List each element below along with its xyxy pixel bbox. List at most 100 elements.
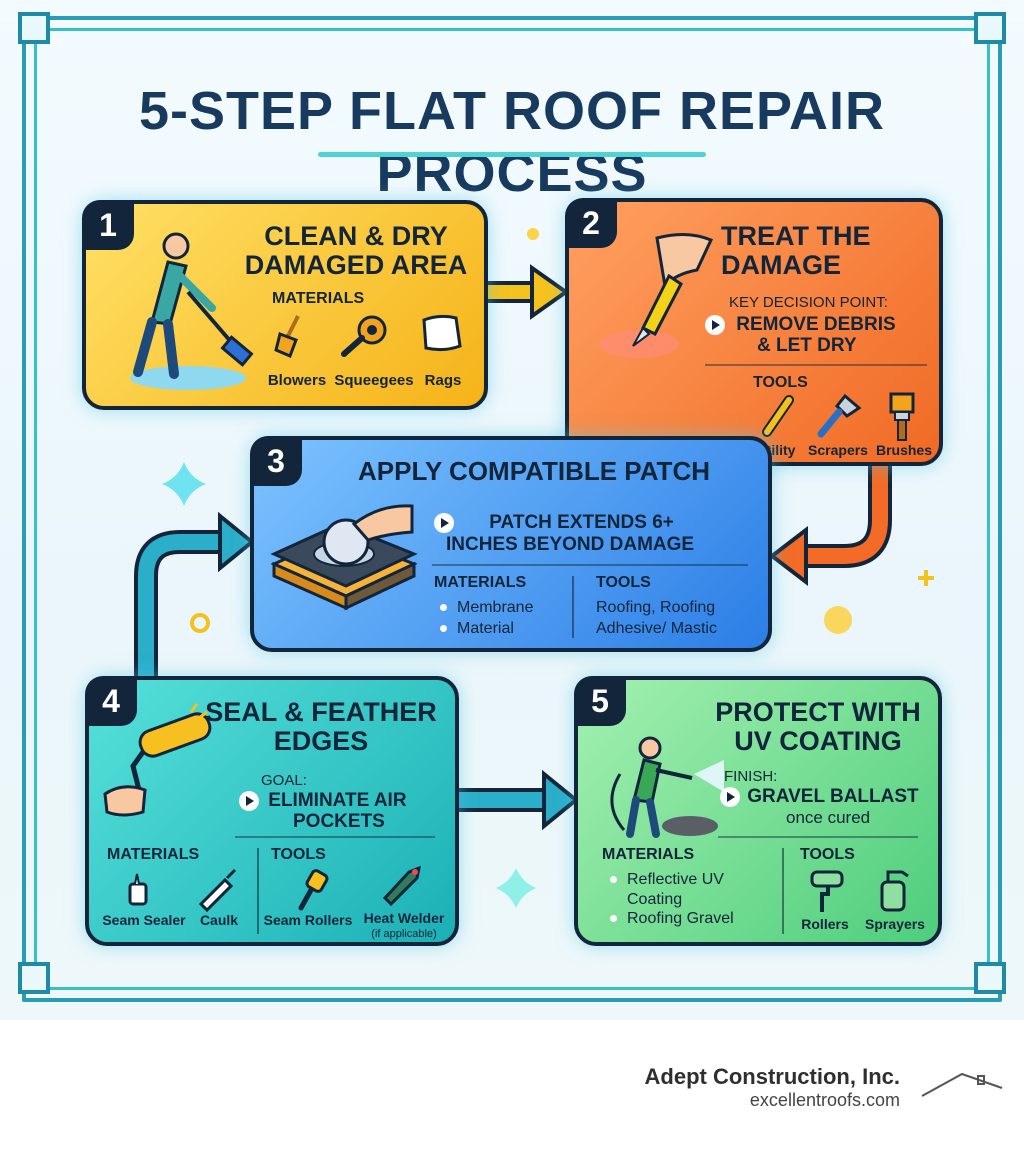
step-5-note: GRAVEL BALLAST once cured <box>720 786 919 829</box>
step-5-title-line1: PROTECT WITH <box>715 697 921 727</box>
step-2-title-line1: TREAT THE <box>721 221 871 251</box>
arrow-step4-to-step3 <box>134 530 224 676</box>
step-3-tools-line1: Roofing, Roofing <box>596 599 716 616</box>
step-4-material-2: Caulk <box>199 912 239 928</box>
step-5-material-1: Reflective UV <box>610 870 734 890</box>
step-4-note-line1: ELIMINATE AIR <box>268 790 407 811</box>
step-2-note-label: KEY DECISION POINT: <box>729 294 888 311</box>
patch-layer-icon <box>270 504 418 611</box>
roller-icon <box>810 870 844 912</box>
step-5-title: PROTECT WITH UV COATING <box>708 698 928 755</box>
step-1-material-1: Blowers <box>267 372 327 389</box>
step-2-note: REMOVE DEBRIS & LET DRY <box>705 314 896 357</box>
step-2-tool-2: Scrapers <box>808 442 868 458</box>
step-3-tools-label: TOOLS <box>596 574 651 591</box>
worker-sweeping-icon <box>130 232 254 390</box>
step-5-tool-1: Rollers <box>801 916 849 932</box>
company-name: Adept Construction, Inc. <box>644 1064 900 1089</box>
step-3-materials-label: MATERIALS <box>434 574 527 591</box>
utility-knife-cutting-icon <box>599 233 714 358</box>
step-5-title-line2: UV COATING <box>734 725 902 756</box>
company-website: excellentroofs.com <box>749 1090 900 1110</box>
title-underline <box>318 152 706 157</box>
step-3-note-line2: INCHES BEYOND DAMAGE <box>446 534 695 556</box>
step-5-note-line2: once cured <box>786 808 871 828</box>
sealer-bottle-icon <box>128 873 148 906</box>
step-4-note-line2: POCKETS <box>293 811 385 833</box>
paint-brush-icon <box>889 392 915 441</box>
frame-corner-bottom-left <box>18 962 50 994</box>
step-2-title: TREAT THE DAMAGE <box>721 222 911 279</box>
step-5-tools-label: TOOLS <box>800 846 855 863</box>
step-5-material-2: Roofing Gravel <box>610 909 734 929</box>
step-3-tools-line2: Adhesive/ Mastic <box>596 619 717 637</box>
frame-corner-top-right <box>974 12 1006 44</box>
step-3-tools-list: Roofing, Roofing Adhesive/ Mastic <box>596 598 717 640</box>
step-4-title-line2: EDGES <box>273 725 369 756</box>
step-3-note: PATCH EXTENDS 6+ INCHES BEYOND DAMAGE <box>434 512 694 556</box>
step-1-material-3: Rags <box>424 372 462 389</box>
frame-corner-top-left <box>18 12 50 44</box>
step-5-tool-2: Sprayers <box>865 916 925 932</box>
step-2-title-line2: DAMAGE <box>721 249 841 280</box>
step-5-divider <box>718 836 918 838</box>
paint-roller-icon <box>103 703 212 817</box>
seam-roller-icon <box>298 869 329 911</box>
inner-frame <box>34 28 990 990</box>
step-4-divider <box>235 836 435 838</box>
squeegee-icon <box>341 315 387 357</box>
step-4-tool-footnote: (if applicable) <box>371 928 437 940</box>
blower-brush-icon <box>274 315 300 358</box>
step-2-tool-3: Brushes <box>875 442 933 458</box>
step-3-note-line1: PATCH EXTENDS 6+ <box>489 512 674 533</box>
scraper-icon <box>817 393 862 438</box>
sparkle-icon <box>162 462 206 506</box>
step-3-card: 3 APPLY COMPATIBLE PATCH PATCH EXTENDS 6… <box>250 436 772 652</box>
step-3-divider <box>432 564 748 566</box>
utility-knife-icon <box>762 395 794 437</box>
step-3-title: APPLY COMPATIBLE PATCH <box>358 456 710 486</box>
heat-welder-icon <box>382 865 422 907</box>
play-bullet-icon <box>705 314 725 335</box>
step-4-material-1: Seam Sealer <box>102 912 186 928</box>
step-1-card: 1 CLEAN & DRY DAMAGED AREA MATERIALS <box>82 200 488 410</box>
step-5-number: 5 <box>574 676 626 726</box>
step-3-materials-list: Membrane Material <box>440 598 533 640</box>
step-4-title: SEAL & FEATHER EDGES <box>201 698 441 755</box>
step-4-materials-label: MATERIALS <box>107 846 200 863</box>
step-5-materials-list: Reflective UV Coating Roofing Gravel <box>610 870 734 929</box>
step-1-title-line1: CLEAN & DRY <box>264 221 448 251</box>
step-1-number: 1 <box>82 200 134 250</box>
step-4-note-label: GOAL: <box>261 772 307 789</box>
step-1-title: CLEAN & DRY DAMAGED AREA <box>236 222 476 279</box>
frame-corner-bottom-right <box>974 962 1006 994</box>
step-5-note-label: FINISH: <box>724 768 778 785</box>
step-2-note-line1: REMOVE DEBRIS <box>736 314 896 335</box>
worker-spraying-icon <box>610 736 724 838</box>
step-4-column-divider <box>257 848 259 934</box>
step-4-card: 4 SEAL & FEATHER EDGES GOAL: ELIMINATE A… <box>85 676 459 946</box>
caulk-tube-icon <box>198 868 237 913</box>
step-3-column-divider <box>572 576 574 638</box>
step-3-material-2: Material <box>440 619 533 640</box>
play-bullet-icon <box>239 790 259 811</box>
step-2-tools-label: TOOLS <box>753 374 808 391</box>
step-5-column-divider <box>782 848 784 934</box>
step-4-number: 4 <box>85 676 137 726</box>
step-1-materials-label: MATERIALS <box>272 290 365 307</box>
step-4-note: ELIMINATE AIR POCKETS <box>239 790 407 833</box>
step-5-card: 5 PROTECT WITH UV COATING FINISH: GRAVEL… <box>574 676 942 946</box>
step-2-note-line2: & LET DRY <box>757 335 857 357</box>
step-5-materials-label: MATERIALS <box>602 846 695 863</box>
step-4-tool-1: Seam Rollers <box>263 912 353 928</box>
rag-icon <box>422 314 462 352</box>
step-1-material-2: Squeegees <box>334 372 414 389</box>
step-2-card: 2 TREAT THE DAMAGE KEY DECISION POINT: R… <box>565 198 943 466</box>
flow-arrows <box>134 228 934 908</box>
step-2-divider <box>705 364 927 366</box>
roof-logo-icon <box>921 1072 1003 1097</box>
step-2-number: 2 <box>565 198 617 248</box>
step-4-tool-2: Heat Welder <box>363 910 445 926</box>
step-4-title-line1: SEAL & FEATHER <box>205 697 437 727</box>
